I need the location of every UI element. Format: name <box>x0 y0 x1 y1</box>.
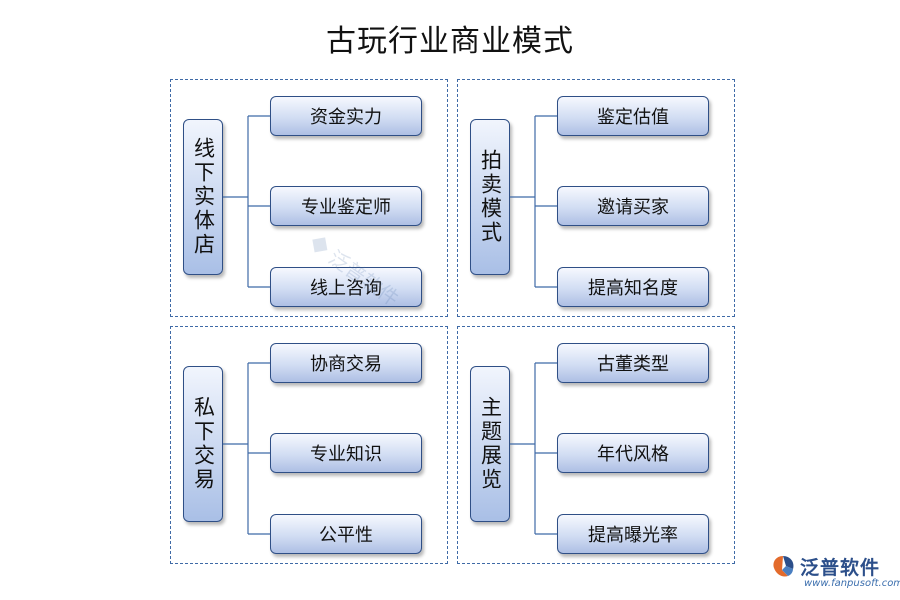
hub-theme-exhibition: 主题展览 <box>470 366 510 522</box>
brand-logo: 泛普软件 www.fanpusoft.com <box>770 553 900 589</box>
panel-physical-store <box>170 79 448 317</box>
leaf-appraisal-valuation: 鉴定估值 <box>557 96 709 136</box>
hub-physical-store: 线下实体店 <box>183 119 223 275</box>
hub-private-trade: 私下交易 <box>183 366 223 522</box>
panel-private-trade <box>170 326 448 564</box>
brand-url: www.fanpusoft.com <box>804 578 900 589</box>
panel-theme-exhibition <box>457 326 735 564</box>
watermark: 泛普软件 <box>291 210 429 336</box>
brand-logo-icon <box>773 555 794 577</box>
leaf-raise-exposure: 提高曝光率 <box>557 514 709 554</box>
leaf-negotiated-trade: 协商交易 <box>270 343 422 383</box>
leaf-invite-buyers: 邀请买家 <box>557 186 709 226</box>
leaf-fairness: 公平性 <box>270 514 422 554</box>
connector-panel-3 <box>223 362 270 535</box>
connector-panel-1 <box>223 115 270 288</box>
leaf-online-consult: 线上咨询 <box>270 267 422 307</box>
leaf-raise-awareness: 提高知名度 <box>557 267 709 307</box>
hub-auction: 拍卖模式 <box>470 119 510 275</box>
panel-auction <box>457 79 735 317</box>
leaf-era-style: 年代风格 <box>557 433 709 473</box>
leaf-expert-knowledge: 专业知识 <box>270 433 422 473</box>
connector-panel-4 <box>510 362 557 535</box>
diagram-title: 古玩行业商业模式 <box>326 24 574 59</box>
leaf-capital-strength: 资金实力 <box>270 96 422 136</box>
watermark-logo-icon <box>312 237 328 253</box>
brand-name: 泛普软件 <box>800 557 881 579</box>
connector-panel-2 <box>510 115 557 288</box>
leaf-antique-type: 古董类型 <box>557 343 709 383</box>
leaf-professional-appraiser: 专业鉴定师 <box>270 186 422 226</box>
